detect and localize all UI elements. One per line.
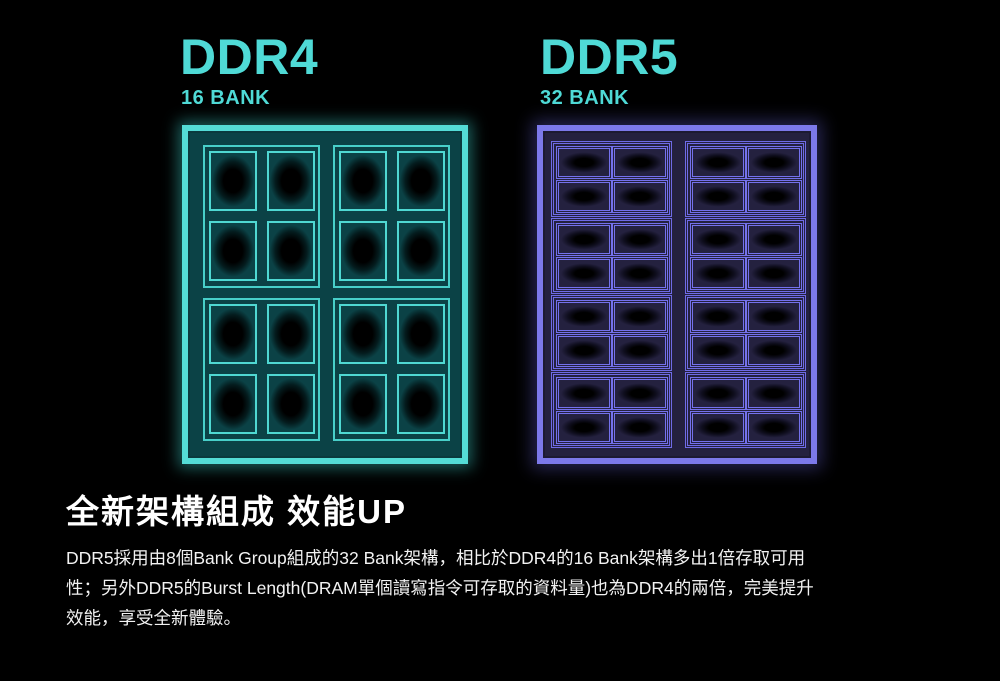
memory-bank	[690, 223, 746, 256]
bank-group	[551, 372, 672, 448]
memory-bank	[612, 334, 668, 367]
bank-group	[551, 141, 672, 217]
memory-bank	[612, 411, 668, 444]
memory-bank	[746, 146, 802, 179]
memory-bank	[267, 304, 315, 364]
memory-bank	[209, 151, 257, 211]
memory-bank	[612, 257, 668, 290]
memory-bank	[339, 151, 387, 211]
memory-bank	[690, 257, 746, 290]
memory-bank	[209, 221, 257, 281]
section-heading: 全新架構組成 效能UP	[66, 493, 408, 530]
memory-bank	[556, 257, 612, 290]
memory-bank	[612, 377, 668, 410]
ddr5-title: DDR5	[540, 29, 679, 85]
memory-bank	[339, 304, 387, 364]
memory-bank	[690, 377, 746, 410]
memory-bank	[397, 374, 445, 434]
memory-bank	[267, 374, 315, 434]
ddr4-bank-diagram	[182, 125, 468, 464]
bank-group	[333, 298, 450, 441]
description-line: 性；另外DDR5的Burst Length(DRAM單個讀寫指令可存取的資料量)…	[66, 578, 814, 598]
bank-group	[685, 372, 806, 448]
memory-bank	[556, 300, 612, 333]
memory-bank	[690, 180, 746, 213]
memory-bank	[690, 300, 746, 333]
ddr4-title: DDR4	[180, 29, 319, 85]
memory-bank	[556, 223, 612, 256]
bank-group	[551, 218, 672, 294]
memory-bank	[612, 300, 668, 333]
memory-bank	[267, 221, 315, 281]
bank-group	[685, 141, 806, 217]
bank-group	[685, 218, 806, 294]
bank-group	[203, 145, 320, 288]
memory-bank	[746, 223, 802, 256]
memory-bank	[267, 151, 315, 211]
bank-group	[551, 295, 672, 371]
memory-bank	[556, 411, 612, 444]
ddr5-bank-diagram	[537, 125, 817, 464]
description-paragraph: DDR5採用由8個Bank Group組成的32 Bank架構，相比於DDR4的…	[66, 543, 966, 633]
ddr4-bank-count: 16 BANK	[181, 87, 271, 109]
memory-bank	[746, 411, 802, 444]
memory-bank	[690, 411, 746, 444]
memory-bank	[556, 377, 612, 410]
memory-bank	[746, 334, 802, 367]
memory-bank	[612, 180, 668, 213]
memory-bank	[746, 180, 802, 213]
memory-bank	[556, 146, 612, 179]
memory-bank	[556, 180, 612, 213]
memory-bank	[339, 221, 387, 281]
ddr5-bank-count: 32 BANK	[540, 87, 630, 109]
bank-group	[685, 295, 806, 371]
memory-bank	[746, 257, 802, 290]
memory-bank	[209, 304, 257, 364]
memory-bank	[746, 377, 802, 410]
memory-bank	[397, 304, 445, 364]
memory-bank	[339, 374, 387, 434]
bank-group	[203, 298, 320, 441]
description-line: DDR5採用由8個Bank Group組成的32 Bank架構，相比於DDR4的…	[66, 548, 806, 568]
memory-bank	[690, 146, 746, 179]
memory-bank	[556, 334, 612, 367]
memory-bank	[690, 334, 746, 367]
memory-bank	[746, 300, 802, 333]
memory-bank	[612, 223, 668, 256]
bank-group	[333, 145, 450, 288]
description-line: 效能，享受全新體驗。	[66, 608, 241, 628]
memory-bank	[397, 151, 445, 211]
memory-bank	[397, 221, 445, 281]
memory-bank	[612, 146, 668, 179]
memory-bank	[209, 374, 257, 434]
